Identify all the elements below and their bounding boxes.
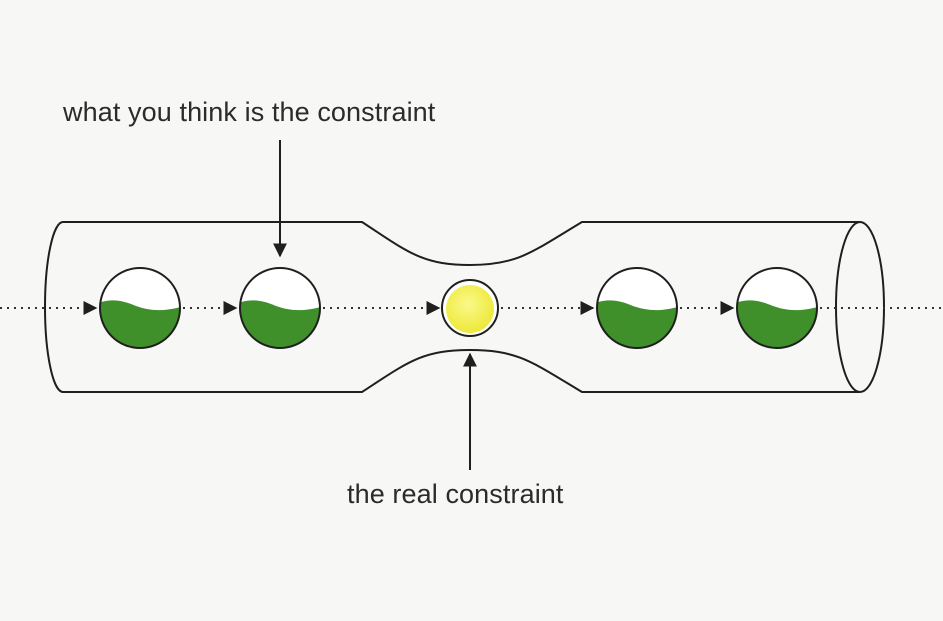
container-4 — [596, 267, 678, 349]
container-5 — [736, 267, 818, 349]
perceived-constraint-label: what you think is the constraint — [63, 97, 436, 127]
pipe-top-edge — [63, 221, 860, 267]
bottleneck-ball — [441, 279, 499, 337]
container-2 — [239, 267, 321, 349]
real-constraint-label: the real constraint — [347, 479, 564, 509]
container-1 — [99, 267, 181, 349]
pipe-left-end — [44, 221, 64, 393]
pipe-bottom-edge — [63, 348, 860, 393]
